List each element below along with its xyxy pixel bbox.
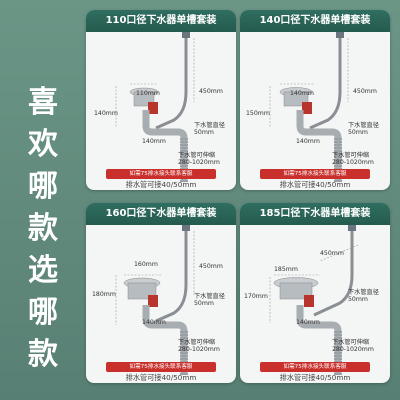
pipe-diameter: 下水管直径 50mm [194, 293, 225, 307]
note-badge: 如需75排水接头联系客服 [260, 362, 370, 372]
dim-left: 170mm [244, 293, 268, 300]
dim-right: 450mm [353, 88, 377, 95]
dim-top: 140mm [290, 90, 314, 97]
dim-top: 110mm [136, 90, 160, 97]
card-title: 140口径下水器单槽套装 [240, 10, 390, 32]
dim-top: 160mm [134, 261, 158, 268]
product-card-160[interactable]: 160口径下水器单槽套装 160mm 180mm 450mm 140mm 下水管… [86, 203, 236, 383]
dim-left: 140mm [94, 110, 118, 117]
drain-text: 排水管可接40/50mm [125, 373, 197, 382]
drain-text: 排水管可接40/50mm [279, 180, 351, 189]
note-badge: 如需75排水接头联系客服 [106, 169, 216, 179]
pipe-diameter: 下水管直径 50mm [348, 122, 379, 136]
dim-bottom: 140mm [142, 319, 166, 326]
pipe-diameter: 下水管直径 50mm [348, 289, 379, 303]
pipe-stretch: 下水管可伸缩 280-1020mm [332, 339, 374, 353]
drain-text: 排水管可接40/50mm [125, 180, 197, 189]
card-title: 160口径下水器单槽套装 [86, 203, 236, 225]
note-badge: 如需75排水接头联系客服 [260, 169, 370, 179]
side-char: 选 [28, 253, 58, 288]
pipe-stretch: 下水管可伸缩 280-1020mm [178, 339, 220, 353]
note-badge: 如需75排水接头联系客服 [106, 362, 216, 372]
dim-top: 185mm [274, 266, 298, 273]
dim-right: 450mm [320, 250, 344, 257]
pipe-stretch: 下水管可伸缩 280-1020mm [332, 152, 374, 166]
drain-text: 排水管可接40/50mm [279, 373, 351, 382]
dim-right: 450mm [199, 88, 223, 95]
product-card-140[interactable]: 140口径下水器单槽套装 140mm 150mm 450mm 140mm 下水管… [240, 10, 390, 190]
sink-drain-diagram [269, 225, 359, 375]
pipe-stretch: 下水管可伸缩 280-1020mm [178, 152, 220, 166]
side-char: 款 [28, 337, 58, 372]
side-char: 欢 [28, 127, 58, 162]
product-card-185[interactable]: 185口径下水器单槽套装 185mm 170mm 450mm 140mm 下水管… [240, 203, 390, 383]
dim-bottom: 140mm [296, 138, 320, 145]
sink-drain-diagram [115, 32, 195, 182]
side-char: 喜 [28, 85, 58, 120]
card-title: 110口径下水器单槽套装 [86, 10, 236, 32]
card-title: 185口径下水器单槽套装 [240, 203, 390, 225]
dim-bottom: 140mm [142, 138, 166, 145]
dim-bottom: 140mm [296, 319, 320, 326]
dim-right: 450mm [199, 263, 223, 270]
dim-left: 150mm [246, 110, 270, 117]
side-char: 哪 [28, 295, 58, 330]
product-card-110[interactable]: 110口径下水器单槽套装 110mm 140mm 450mm 140mm 下水管… [86, 10, 236, 190]
side-char: 哪 [28, 169, 58, 204]
side-char: 款 [28, 211, 58, 246]
dim-left: 180mm [92, 291, 116, 298]
side-title: 喜 欢 哪 款 选 哪 款 [14, 82, 72, 376]
sink-drain-diagram [269, 32, 349, 182]
pipe-diameter: 下水管直径 50mm [194, 122, 225, 136]
